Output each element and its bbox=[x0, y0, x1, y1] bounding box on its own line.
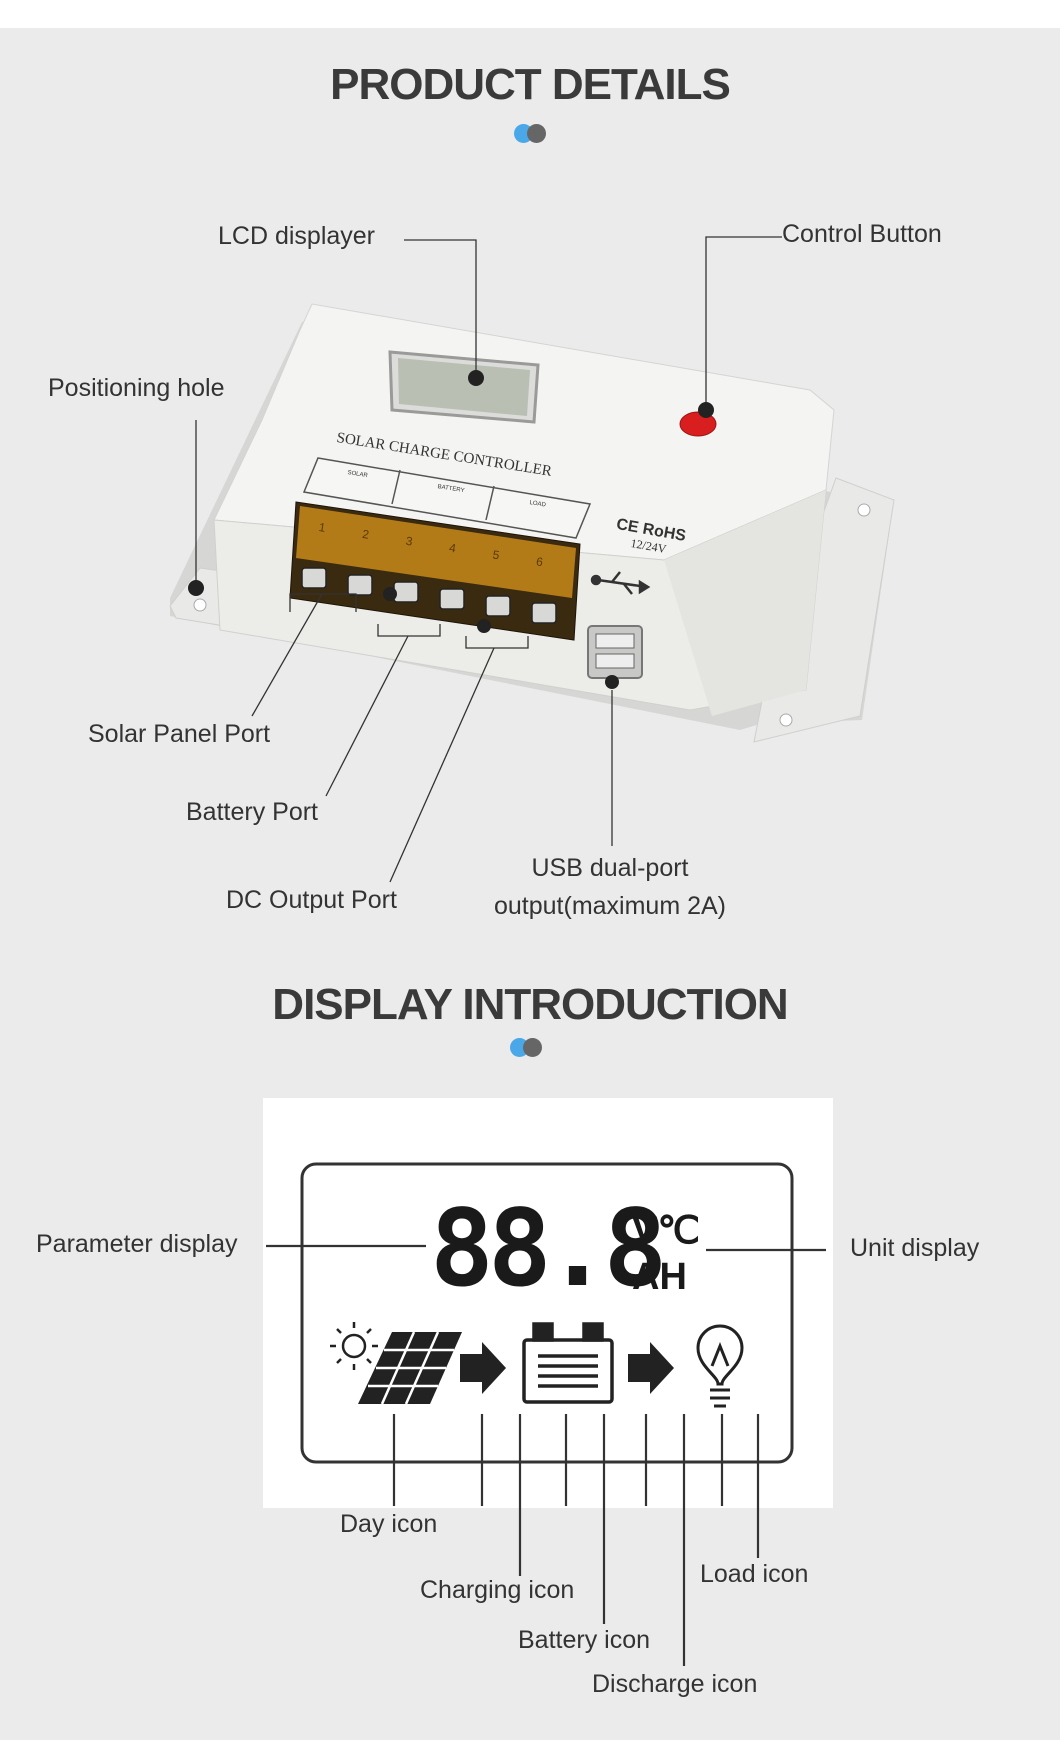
label-control-button: Control Button bbox=[782, 220, 942, 248]
callout-dots bbox=[188, 370, 714, 689]
label-parameter-display: Parameter display bbox=[36, 1230, 238, 1258]
lcd-diagram-card bbox=[263, 1098, 833, 1508]
parameter-digits: 88.8 bbox=[430, 1187, 667, 1310]
lcd-callout-lines bbox=[266, 1244, 826, 1666]
label-day-icon: Day icon bbox=[340, 1510, 438, 1538]
positioning-hole bbox=[193, 598, 207, 612]
label-unit-display: Unit display bbox=[850, 1234, 980, 1262]
gray-dot bbox=[523, 1038, 542, 1057]
unit-top: V℃ bbox=[632, 1210, 701, 1252]
bulb-icon bbox=[696, 1324, 744, 1408]
terminal-cover bbox=[296, 506, 576, 598]
usb-symbol-icon bbox=[590, 571, 651, 595]
callout-lines bbox=[195, 236, 782, 883]
port-label-plate bbox=[302, 457, 592, 539]
heading-dots-bottom bbox=[510, 1038, 550, 1058]
label-charging-icon: Charging icon bbox=[420, 1576, 575, 1604]
label-load-icon: Load icon bbox=[700, 1560, 809, 1588]
label-battery-icon: Battery icon bbox=[518, 1626, 651, 1654]
sun-icon bbox=[330, 1322, 378, 1370]
mount-hole-right-top bbox=[857, 503, 871, 517]
lcd-glass bbox=[398, 358, 530, 416]
arrow-right-icon bbox=[460, 1342, 506, 1394]
gray-dot bbox=[527, 124, 546, 143]
control-button-icon bbox=[679, 411, 717, 437]
label-positioning-hole: Positioning hole bbox=[48, 374, 225, 402]
device-right-face bbox=[664, 490, 826, 716]
terminal-screws bbox=[301, 567, 557, 624]
label-usb-line2: output(maximum 2A) bbox=[493, 892, 727, 920]
battery-icon bbox=[522, 1322, 614, 1404]
heading-dots-top bbox=[514, 124, 554, 144]
product-details-title: PRODUCT DETAILS bbox=[330, 60, 731, 109]
label-lcd-displayer: LCD displayer bbox=[218, 222, 376, 250]
arrow-right-icon bbox=[628, 1342, 674, 1394]
label-solar-panel-port: Solar Panel Port bbox=[88, 720, 271, 748]
label-battery-port: Battery Port bbox=[186, 798, 318, 826]
label-dc-output-port: DC Output Port bbox=[226, 886, 397, 914]
display-introduction-title: DISPLAY INTRODUCTION bbox=[272, 980, 788, 1029]
label-discharge-icon: Discharge icon bbox=[592, 1670, 758, 1698]
unit-bottom: AH bbox=[632, 1256, 687, 1298]
mount-hole-right-bottom bbox=[779, 713, 793, 727]
lcd-frame bbox=[300, 1162, 794, 1464]
solar-panel-icon bbox=[358, 1331, 462, 1405]
label-usb-line1: USB dual-port bbox=[531, 854, 689, 882]
